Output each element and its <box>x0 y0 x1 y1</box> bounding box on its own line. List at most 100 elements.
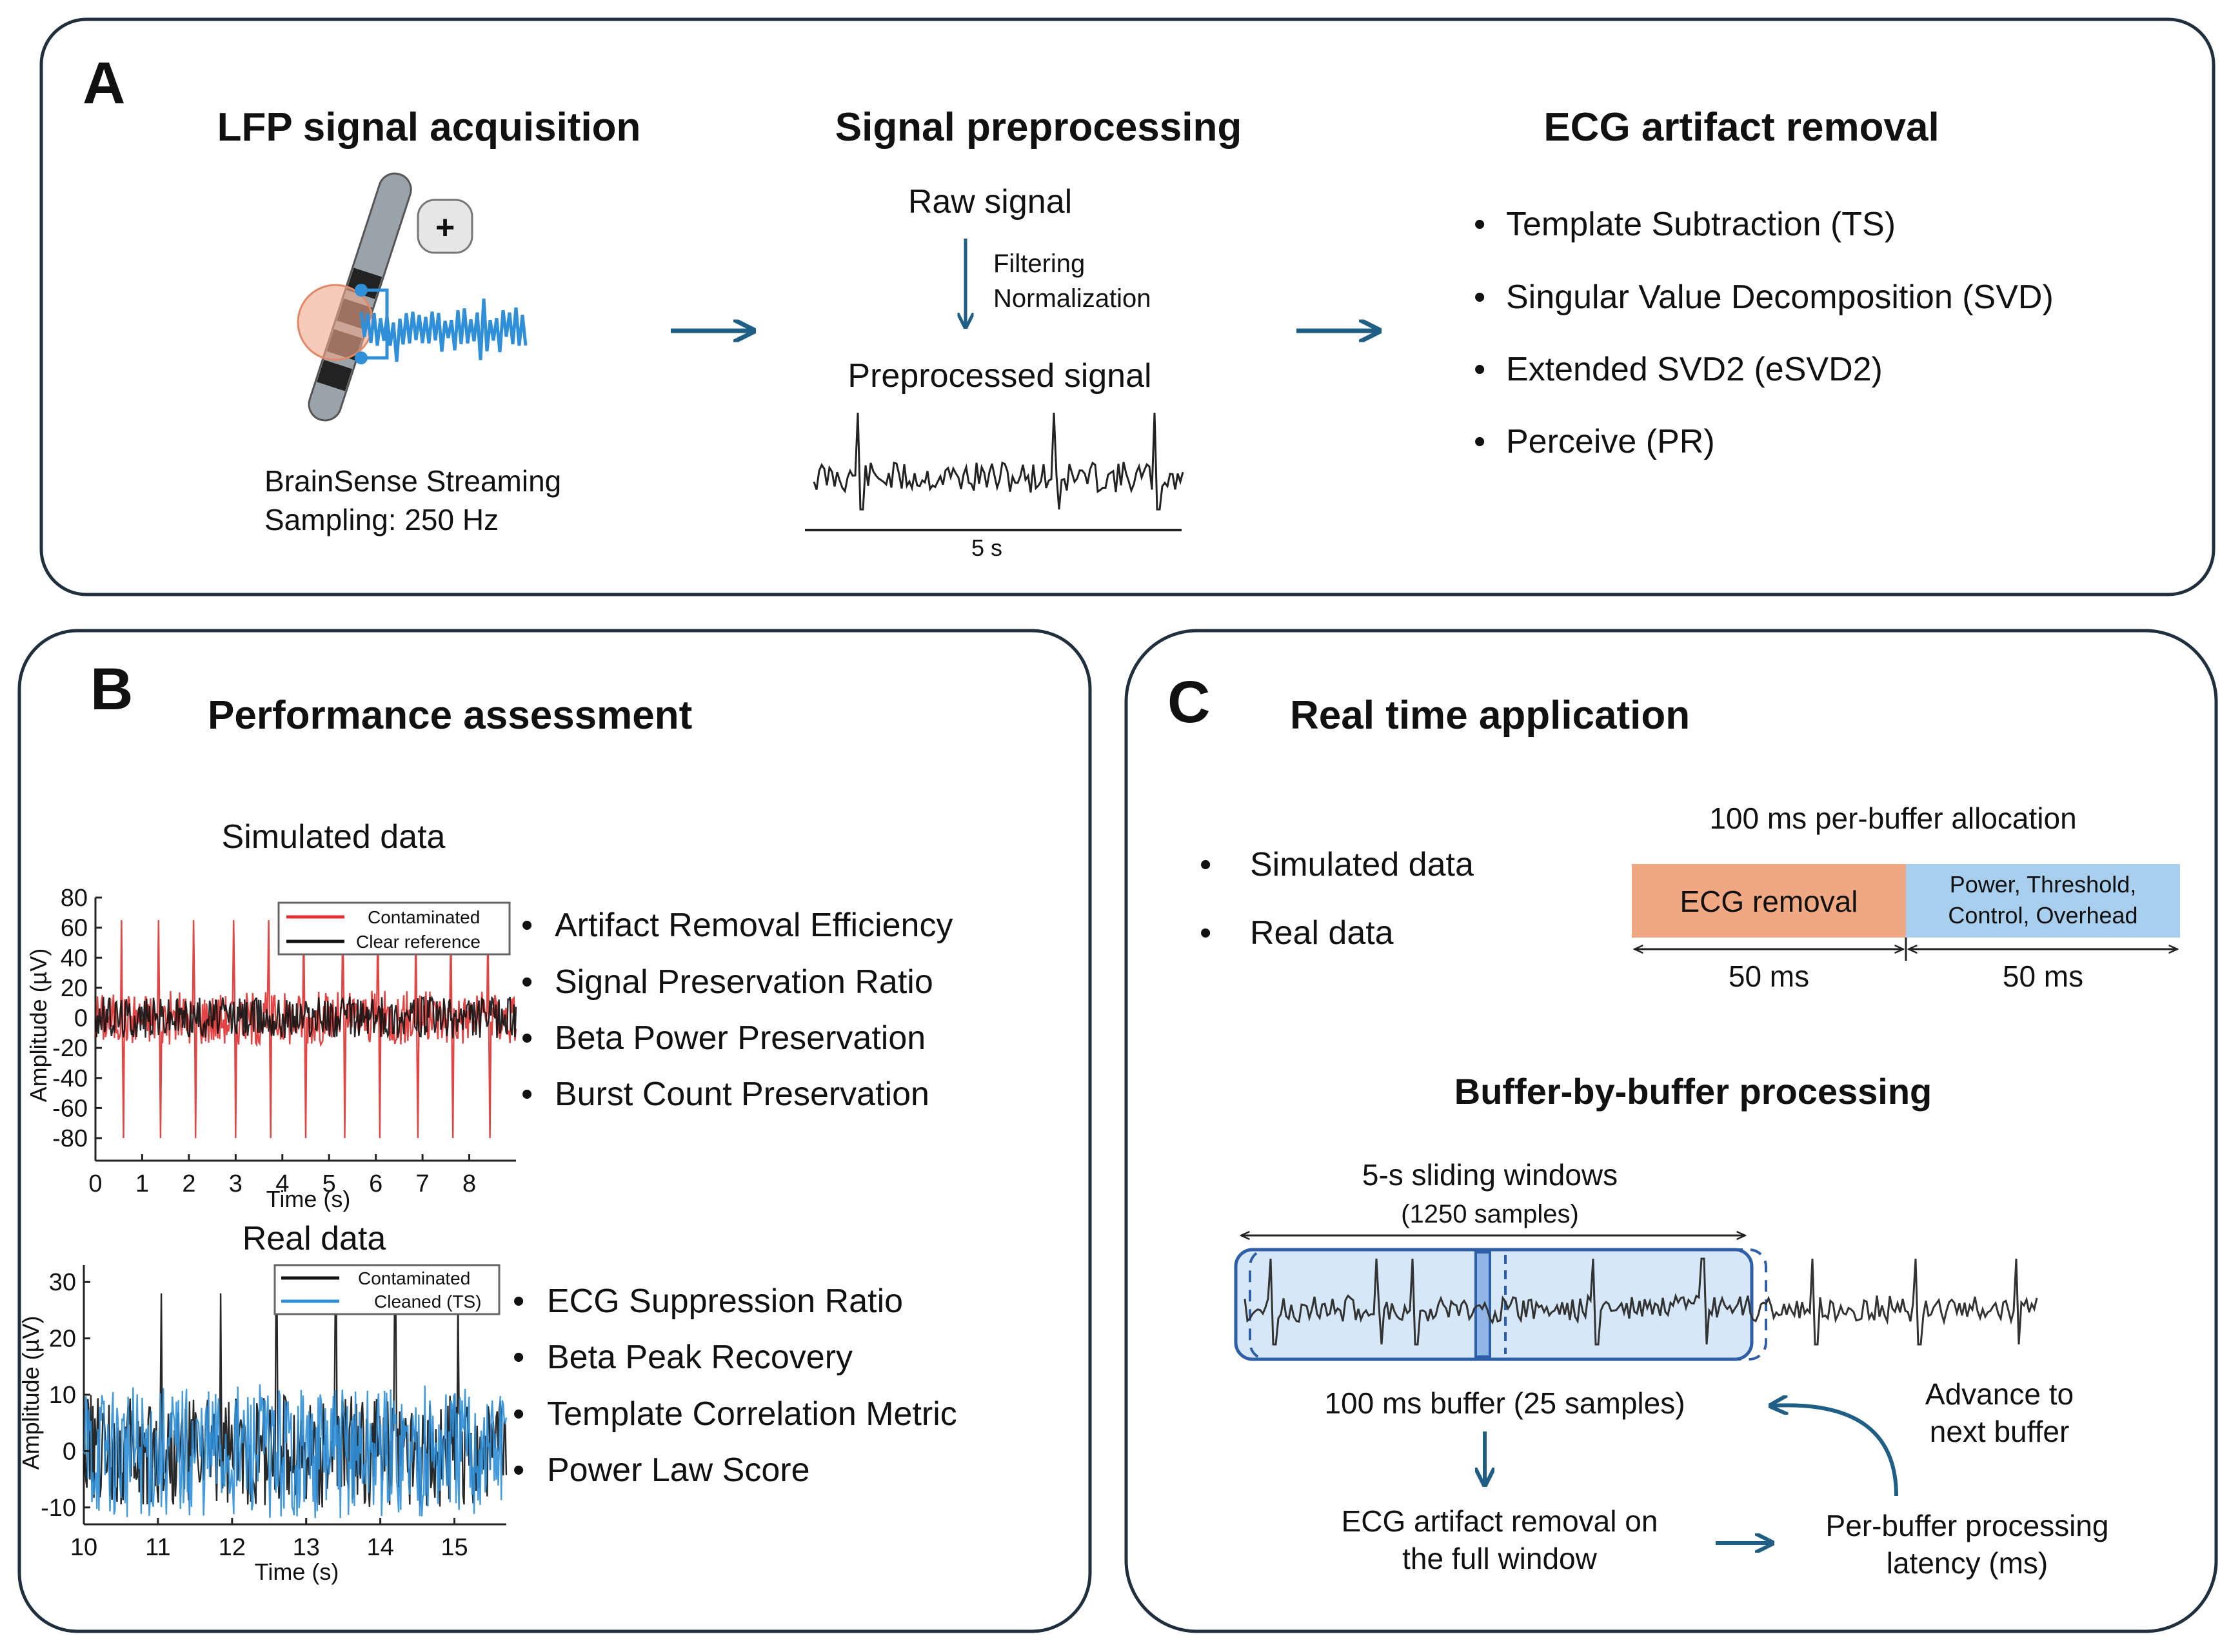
contact-dot-top <box>355 284 368 297</box>
chart2-ylabel: Amplitude (µV) <box>17 1316 44 1470</box>
metric-bullet: • <box>521 1019 533 1057</box>
chart2-legend-cleaned: Cleaned (TS) <box>374 1292 482 1312</box>
electrode-contact-4 <box>317 359 352 391</box>
metric-item: Beta Peak Recovery <box>547 1339 853 1376</box>
y-tick-label: 60 <box>61 915 88 942</box>
metric-item: ECG Suppression Ratio <box>547 1283 903 1320</box>
y-tick-label: 30 <box>49 1269 76 1296</box>
method-bullet: • <box>1474 423 1485 460</box>
contact-dot-bottom <box>355 351 368 364</box>
acquisition-caption-1: BrainSense Streaming <box>264 464 561 498</box>
allocation-overhead-segment <box>1906 864 2180 938</box>
panel-b-frame <box>17 629 1092 1633</box>
x-tick-label: 3 <box>229 1170 243 1197</box>
chart2-legend-contaminated: Contaminated <box>358 1268 470 1288</box>
y-tick-label: -10 <box>41 1495 76 1522</box>
metric-bullet: • <box>513 1339 524 1376</box>
advance-label-2: next buffer <box>1930 1415 2070 1448</box>
window-label-1: 5-s sliding windows <box>1362 1158 1618 1192</box>
chart1-ylabel: Amplitude (µV) <box>25 949 52 1103</box>
streaming-waveform <box>1244 1257 2038 1346</box>
dataset-item: Simulated data <box>1250 846 1474 883</box>
window-label-2: (1250 samples) <box>1401 1200 1579 1228</box>
allocation-ecg-removal-label: ECG removal <box>1680 885 1858 918</box>
dataset-bullet: • <box>1200 914 1211 952</box>
removal-step-label-2: the full window <box>1402 1542 1597 1575</box>
metric-bullet: • <box>513 1395 524 1433</box>
x-tick-label: 15 <box>441 1534 468 1561</box>
series-line-clear-reference <box>94 995 517 1039</box>
x-tick-label: 12 <box>219 1534 246 1561</box>
metric-bullet: • <box>521 1076 533 1113</box>
panel-a-letter: A <box>83 50 125 116</box>
chart1-legend-contaminated: Contaminated <box>368 907 480 927</box>
advance-buffer-arrow <box>1772 1405 1898 1497</box>
x-tick-label: 2 <box>182 1170 195 1197</box>
dataset-list: • Simulated data • Real data <box>1200 846 1474 952</box>
metric-item: Power Law Score <box>547 1451 810 1489</box>
metric-item: Burst Count Preservation <box>555 1076 929 1113</box>
x-tick-label: 14 <box>367 1534 394 1561</box>
panel-b-title: Performance assessment <box>208 693 692 738</box>
buffer-title: Buffer-by-buffer processing <box>1454 1071 1932 1112</box>
method-item: Template Subtraction (TS) <box>1506 206 1896 243</box>
time-scale-label: 5 s <box>971 535 1002 561</box>
y-tick-label: 0 <box>63 1438 76 1465</box>
panel-c-title: Real time application <box>1290 693 1690 738</box>
allocation-ecg-removal-segment <box>1632 864 1906 938</box>
x-tick-label: 1 <box>135 1170 149 1197</box>
chart2-xlabel: Time (s) <box>255 1559 339 1585</box>
metric-bullet: • <box>513 1283 524 1320</box>
y-tick-label: 20 <box>49 1326 76 1353</box>
chart2-legend <box>273 1264 501 1315</box>
metric-bullet: • <box>521 963 533 1001</box>
buffer-size-label: 100 ms buffer (25 samples) <box>1324 1386 1685 1420</box>
metric-item: Beta Power Preservation <box>555 1019 926 1057</box>
raw-signal-label: Raw signal <box>908 183 1072 221</box>
electrode-illustration: + <box>297 172 528 422</box>
allocation-title: 100 ms per-buffer allocation <box>1709 801 2076 835</box>
current-buffer-highlight <box>1474 1251 1491 1358</box>
simulated-metrics-list: • Artifact Removal Efficiency • Signal P… <box>521 907 953 1113</box>
y-tick-label: -80 <box>52 1125 88 1152</box>
real-subtitle: Real data <box>243 1220 386 1257</box>
preprocessed-signal-label: Preprocessed signal <box>848 357 1151 395</box>
method-bullet: • <box>1474 351 1485 388</box>
y-tick-label: 0 <box>74 1005 88 1032</box>
method-item: Singular Value Decomposition (SVD) <box>1506 279 2054 316</box>
latency-label-2: latency (ms) <box>1887 1546 2048 1580</box>
x-tick-label: 0 <box>88 1170 102 1197</box>
allocation-duration-1: 50 ms <box>1729 959 1809 993</box>
allocation-overhead-label-1: Power, Threshold, <box>1950 871 2137 898</box>
method-bullet: • <box>1474 206 1485 243</box>
real-data-chart: Amplitude (µV) Time (s) Contaminated Cle… <box>17 1264 508 1585</box>
allocation-duration-2: 50 ms <box>2003 959 2083 993</box>
preprocessing-title: Signal preprocessing <box>835 105 1242 150</box>
x-tick-label: 5 <box>322 1170 336 1197</box>
simulated-data-chart: Amplitude (µV) Time (s) Contaminated Cle… <box>25 885 517 1212</box>
simulated-subtitle: Simulated data <box>222 818 446 856</box>
dataset-item: Real data <box>1250 914 1394 952</box>
x-tick-label: 4 <box>275 1170 289 1197</box>
x-tick-label: 11 <box>145 1534 170 1561</box>
method-bullet: • <box>1474 279 1485 316</box>
allocation-overhead-label-2: Control, Overhead <box>1948 902 2137 929</box>
removal-step-label-1: ECG artifact removal on <box>1342 1504 1658 1538</box>
metric-item: Signal Preservation Ratio <box>555 963 933 1001</box>
preprocessed-waveform <box>813 412 1184 511</box>
x-tick-label: 10 <box>70 1534 97 1561</box>
method-item: Perceive (PR) <box>1506 423 1715 460</box>
chart1-legend-reference: Clear reference <box>356 932 481 952</box>
metric-bullet: • <box>521 907 533 944</box>
filtering-label: Filtering <box>993 250 1085 278</box>
metric-bullet: • <box>513 1451 524 1489</box>
sliding-window-current <box>1234 1248 1754 1361</box>
panel-b: B Performance assessment Simulated data … <box>17 629 1092 1633</box>
panel-a-frame <box>39 17 2216 596</box>
removal-methods-list: • Template Subtraction (TS) • Singular V… <box>1474 206 2054 460</box>
lfp-waveform <box>359 299 528 362</box>
latency-label-1: Per-buffer processing <box>1826 1509 2109 1542</box>
y-tick-label: 20 <box>61 975 88 1002</box>
metric-item: Template Correlation Metric <box>547 1395 957 1433</box>
panel-c-letter: C <box>1167 669 1210 735</box>
